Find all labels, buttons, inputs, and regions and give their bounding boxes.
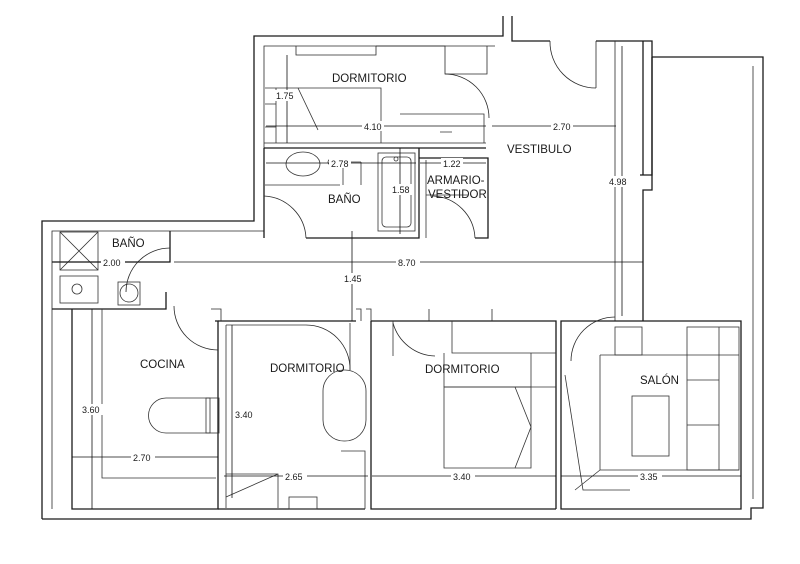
dim-4-98: 4.98 — [609, 177, 627, 187]
label-bano-left: BAÑO — [112, 237, 145, 250]
label-bano-center: BAÑO — [328, 193, 361, 206]
label-vestibulo: VESTIBULO — [507, 144, 572, 156]
vestibule — [549, 40, 616, 321]
dim-1-22: 1.22 — [443, 159, 461, 169]
dim-1-45: 1.45 — [344, 274, 362, 284]
room-labels: DORMITORIO VESTIBULO BAÑO ARMARIO- VESTI… — [112, 73, 679, 387]
dim-2-00: 2.00 — [103, 258, 121, 268]
dim-2-70-top: 2.70 — [553, 122, 571, 132]
dim-3-40-vertical: 3.40 — [235, 410, 253, 420]
left-bathroom — [52, 231, 171, 310]
label-dormitorio-3: DORMITORIO — [425, 364, 500, 376]
dim-8-70: 8.70 — [398, 258, 416, 268]
dim-4-10: 4.10 — [364, 122, 382, 132]
dim-1-75: 1.75 — [276, 91, 294, 101]
dim-3-40-horizontal: 3.40 — [453, 472, 471, 482]
label-cocina: COCINA — [140, 359, 185, 371]
label-dormitorio-2: DORMITORIO — [270, 363, 345, 375]
living-room — [560, 316, 742, 510]
bedroom-2 — [211, 308, 367, 510]
dimension-lines — [54, 46, 741, 509]
dim-3-60: 3.60 — [82, 405, 100, 415]
top-bedroom — [264, 45, 490, 144]
label-salon: SALÓN — [640, 374, 679, 387]
dim-3-35: 3.35 — [640, 472, 658, 482]
dim-2-65: 2.65 — [285, 472, 303, 482]
label-armario-line2: VESTIDOR — [428, 189, 487, 201]
label-armario-line1: ARMARIO- — [427, 175, 485, 187]
dim-1-58: 1.58 — [392, 185, 410, 195]
label-dormitorio-top: DORMITORIO — [332, 73, 407, 85]
bedroom-3 — [366, 308, 557, 510]
dimension-labels: 4.10 2.70 1.75 2.78 1.58 1.22 4.98 2.00 … — [80, 90, 662, 482]
dim-2-78: 2.78 — [331, 159, 349, 169]
dim-2-70-kitchen: 2.70 — [133, 453, 151, 463]
